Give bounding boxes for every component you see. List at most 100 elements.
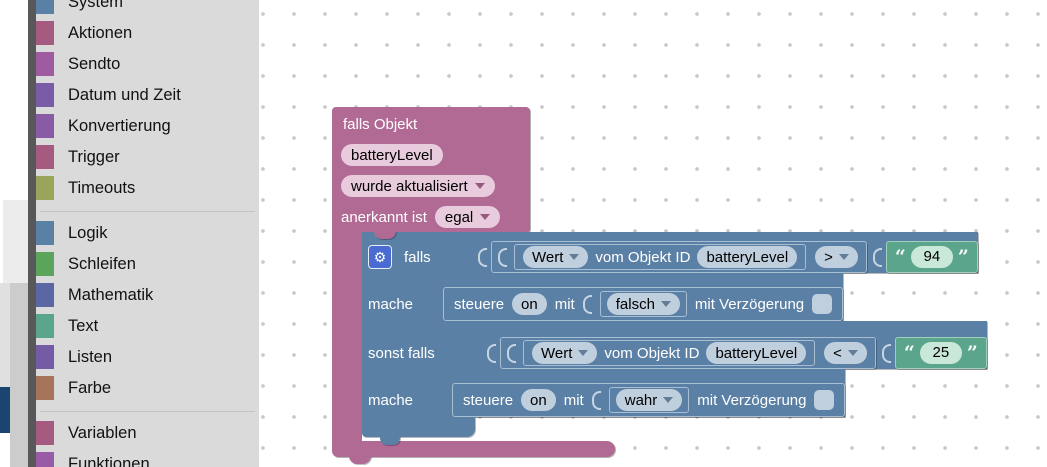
category-color-swatch xyxy=(36,345,54,369)
open-quote-icon: “ xyxy=(895,248,906,267)
text-value-field[interactable]: 94 xyxy=(911,246,953,268)
toolbox-category-logik[interactable]: Logik xyxy=(36,221,107,245)
field-text: < xyxy=(833,345,842,362)
toolbox: SystemAktionenSendtoDatum und ZeitKonver… xyxy=(36,0,259,467)
toolbox-category-datum-und-zeit[interactable]: Datum und Zeit xyxy=(36,83,181,107)
ack-label: anerkannt ist xyxy=(341,209,427,226)
field-text: on xyxy=(530,392,547,409)
toolbox-category-mathematik[interactable]: Mathematik xyxy=(36,283,153,307)
input-socket xyxy=(873,248,882,267)
control-block[interactable]: steuere on mit falsch mit Verzögerung xyxy=(443,287,843,321)
toolbox-category-funktionen[interactable]: Funktionen xyxy=(36,452,150,467)
input-socket xyxy=(507,344,516,363)
toolbox-category-schleifen[interactable]: Schleifen xyxy=(36,252,136,276)
input-socket xyxy=(882,344,891,363)
category-color-swatch xyxy=(36,221,54,245)
field-text: egal xyxy=(445,209,473,226)
if-block[interactable]: ⚙ falls Wert vom Objekt ID batteryLevel xyxy=(362,232,987,437)
operator-dropdown[interactable]: > xyxy=(815,246,858,268)
field-text: Wert xyxy=(532,249,563,266)
toolbox-separator xyxy=(40,211,255,212)
dropdown-arrow-icon xyxy=(569,254,579,260)
input-socket xyxy=(592,391,601,410)
mutator-gear-icon[interactable]: ⚙ xyxy=(368,245,392,269)
category-color-swatch xyxy=(36,0,54,14)
dropdown-arrow-icon xyxy=(848,350,858,356)
field-text: falsch xyxy=(616,296,655,313)
category-color-swatch xyxy=(36,252,54,276)
field-text: wurde aktualisiert xyxy=(351,178,468,195)
operator-dropdown[interactable]: < xyxy=(824,342,867,364)
toolbox-category-text[interactable]: Text xyxy=(36,314,98,338)
control-block[interactable]: steuere on mit wahr mit Verzögerung xyxy=(452,383,845,417)
toolbox-category-trigger[interactable]: Trigger xyxy=(36,145,120,169)
field-text: Wert xyxy=(541,345,572,362)
elseif-label: sonst falls xyxy=(368,345,435,362)
boolean-dropdown[interactable]: falsch xyxy=(607,293,680,315)
input-socket xyxy=(498,248,507,267)
close-quote-icon: ” xyxy=(958,248,969,267)
boolean-dropdown[interactable]: wahr xyxy=(616,389,683,411)
field-text: > xyxy=(824,249,833,266)
field-text: batteryLevel xyxy=(351,147,433,164)
verb-label: steuere xyxy=(463,392,513,409)
open-quote-icon: “ xyxy=(904,344,915,363)
object-id-field[interactable]: batteryLevel xyxy=(697,246,797,268)
toolbox-category-farbe[interactable]: Farbe xyxy=(36,376,111,400)
with-label: mit xyxy=(564,392,584,409)
toolbox-category-konvertierung[interactable]: Konvertierung xyxy=(36,114,171,138)
delay-checkbox[interactable] xyxy=(812,294,832,314)
background-accent-fragment xyxy=(0,387,10,433)
page-scrollbar[interactable] xyxy=(28,0,36,467)
value-type-dropdown[interactable]: Wert xyxy=(523,246,588,268)
delay-label: mit Verzögerung xyxy=(697,392,806,409)
compare-block[interactable]: Wert vom Objekt ID batteryLevel > xyxy=(491,241,867,273)
object-id-field[interactable]: batteryLevel xyxy=(706,342,806,364)
compare-block[interactable]: Wert vom Objekt ID batteryLevel < xyxy=(500,337,876,369)
input-socket xyxy=(478,248,487,267)
dropdown-arrow-icon xyxy=(661,301,671,307)
category-label: Variablen xyxy=(68,421,137,445)
category-color-swatch xyxy=(36,52,54,76)
target-field[interactable]: on xyxy=(521,389,556,411)
trigger-block-header[interactable]: falls Objekt batteryLevel wurde aktualis… xyxy=(332,107,530,233)
target-field[interactable]: on xyxy=(512,293,547,315)
delay-checkbox[interactable] xyxy=(814,390,834,410)
dropdown-arrow-icon xyxy=(475,183,485,189)
field-text: batteryLevel xyxy=(706,249,788,266)
category-label: Funktionen xyxy=(68,452,150,467)
category-label: Farbe xyxy=(68,376,111,400)
ack-dropdown[interactable]: egal xyxy=(435,206,500,228)
object-value-block[interactable]: Wert vom Objekt ID batteryLevel xyxy=(523,340,815,366)
text-value-block[interactable]: “ 25 ” xyxy=(895,337,987,369)
category-color-swatch xyxy=(36,145,54,169)
category-label: Timeouts xyxy=(68,176,135,200)
trigger-block-bottom[interactable] xyxy=(332,441,615,457)
do-row: mache steuere on mit falsch mit Verzöger… xyxy=(362,273,843,321)
dropdown-arrow-icon xyxy=(663,397,673,403)
do-label: mache xyxy=(368,392,413,409)
trigger-block-spine[interactable] xyxy=(332,233,362,441)
boolean-block[interactable]: wahr xyxy=(609,387,690,413)
object-value-block[interactable]: Wert vom Objekt ID batteryLevel xyxy=(514,244,806,270)
category-label: Datum und Zeit xyxy=(68,83,181,107)
toolbox-category-sendto[interactable]: Sendto xyxy=(36,52,120,76)
text-value-block[interactable]: “ 94 ” xyxy=(886,241,978,273)
event-dropdown[interactable]: wurde aktualisiert xyxy=(341,175,495,197)
category-color-swatch xyxy=(36,283,54,307)
value-type-dropdown[interactable]: Wert xyxy=(532,342,597,364)
toolbox-category-timeouts[interactable]: Timeouts xyxy=(36,176,135,200)
toolbox-category-aktionen[interactable]: Aktionen xyxy=(36,21,132,45)
category-label: Listen xyxy=(68,345,112,369)
toolbox-category-system[interactable]: System xyxy=(36,0,123,14)
text-value-field[interactable]: 25 xyxy=(920,342,962,364)
background-page-fragment xyxy=(0,283,10,387)
object-id-field[interactable]: batteryLevel xyxy=(341,144,443,166)
category-color-swatch xyxy=(36,376,54,400)
boolean-block[interactable]: falsch xyxy=(600,291,687,317)
category-color-swatch xyxy=(36,421,54,445)
toolbox-category-listen[interactable]: Listen xyxy=(36,345,112,369)
category-color-swatch xyxy=(36,21,54,45)
toolbox-category-variablen[interactable]: Variablen xyxy=(36,421,137,445)
